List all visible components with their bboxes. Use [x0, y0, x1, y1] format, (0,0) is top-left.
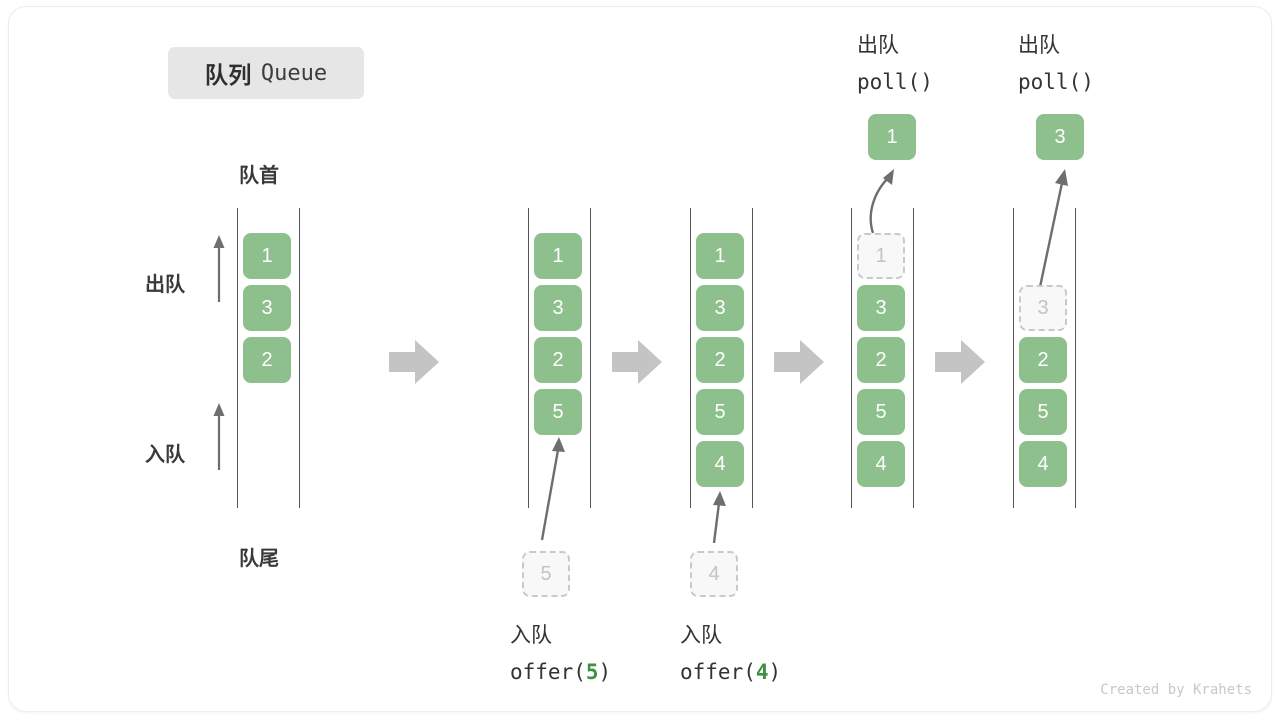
- queue-item: 2: [696, 337, 744, 383]
- queue-item: 2: [1019, 337, 1067, 383]
- operation-code-close: ): [768, 660, 782, 684]
- queue-rail-left-2: [528, 208, 529, 508]
- operation-label-offer-5: 入队 offer(5): [510, 618, 611, 690]
- incoming-item-ghost: 5: [522, 551, 570, 597]
- queue-item: 1: [243, 233, 291, 279]
- operation-label-code: offer(4): [680, 654, 781, 690]
- step-transition-arrow: [389, 340, 439, 384]
- queue-item: 3: [243, 285, 291, 331]
- queue-item: 2: [534, 337, 582, 383]
- dequeue-motion-arrow: [869, 169, 894, 234]
- enqueue-motion-arrow: [540, 437, 565, 541]
- operation-code-name: offer(: [510, 660, 586, 684]
- operation-label-code: poll(): [1018, 70, 1094, 94]
- dequeue-side-label: 出队: [145, 274, 185, 296]
- operation-label-cn: 出队: [857, 34, 899, 57]
- operation-label-poll-3: 出队 poll(): [1018, 28, 1094, 100]
- queue-item: 5: [534, 389, 582, 435]
- operation-label-cn: 入队: [510, 624, 552, 647]
- queue-item: 1: [534, 233, 582, 279]
- operation-label-offer-4: 入队 offer(4): [680, 618, 781, 690]
- credit-text: Created by Krahets: [1100, 682, 1252, 698]
- title-english: Queue: [260, 60, 328, 86]
- queue-rail-right-1: [299, 208, 300, 508]
- queue-item: 4: [696, 441, 744, 487]
- dequeue-direction-arrow: [213, 235, 225, 302]
- operation-code-arg: 5: [585, 660, 599, 684]
- queue-item: 1: [696, 233, 744, 279]
- operation-label-cn: 入队: [680, 624, 722, 647]
- queue-item: 3: [534, 285, 582, 331]
- queue-item-ghost: 1: [857, 233, 905, 279]
- queue-rail-left-1: [237, 208, 238, 508]
- queue-rail-right-5: [1075, 208, 1076, 508]
- operation-label-poll-1: 出队 poll(): [857, 28, 933, 100]
- queue-rail-left-3: [690, 208, 691, 508]
- queue-item: 5: [857, 389, 905, 435]
- enqueue-motion-arrow: [712, 491, 726, 544]
- operation-code-close: ): [598, 660, 612, 684]
- queue-item: 3: [857, 285, 905, 331]
- operation-label-cn: 出队: [1018, 34, 1060, 57]
- enqueue-side-label: 入队: [145, 444, 185, 466]
- queue-rail-left-4: [851, 208, 852, 508]
- operation-label-code: poll(): [857, 70, 933, 94]
- queue-tail-label: 队尾: [239, 548, 279, 570]
- queue-item: 5: [696, 389, 744, 435]
- queue-rail-right-4: [913, 208, 914, 508]
- queue-item: 4: [1019, 441, 1067, 487]
- operation-code-name: offer(: [680, 660, 756, 684]
- queue-item: 4: [857, 441, 905, 487]
- queue-head-label: 队首: [239, 165, 279, 187]
- queue-rail-right-3: [752, 208, 753, 508]
- dequeue-motion-arrow: [1038, 169, 1068, 288]
- operation-label-code: offer(5): [510, 654, 611, 690]
- queue-rail-left-5: [1013, 208, 1014, 508]
- queue-item: 3: [696, 285, 744, 331]
- queue-item-ghost: 3: [1019, 285, 1067, 331]
- title-chinese: 队列: [204, 62, 252, 88]
- step-transition-arrow: [774, 340, 824, 384]
- queue-item: 2: [243, 337, 291, 383]
- enqueue-direction-arrow: [213, 403, 225, 470]
- diagram-title-badge: 队列 Queue: [168, 47, 364, 99]
- polled-item: 3: [1036, 114, 1084, 160]
- polled-item: 1: [868, 114, 916, 160]
- queue-rail-right-2: [590, 208, 591, 508]
- queue-item: 5: [1019, 389, 1067, 435]
- step-transition-arrow: [935, 340, 985, 384]
- queue-item: 2: [857, 337, 905, 383]
- incoming-item-ghost: 4: [690, 551, 738, 597]
- operation-code-arg: 4: [755, 660, 769, 684]
- step-transition-arrow: [612, 340, 662, 384]
